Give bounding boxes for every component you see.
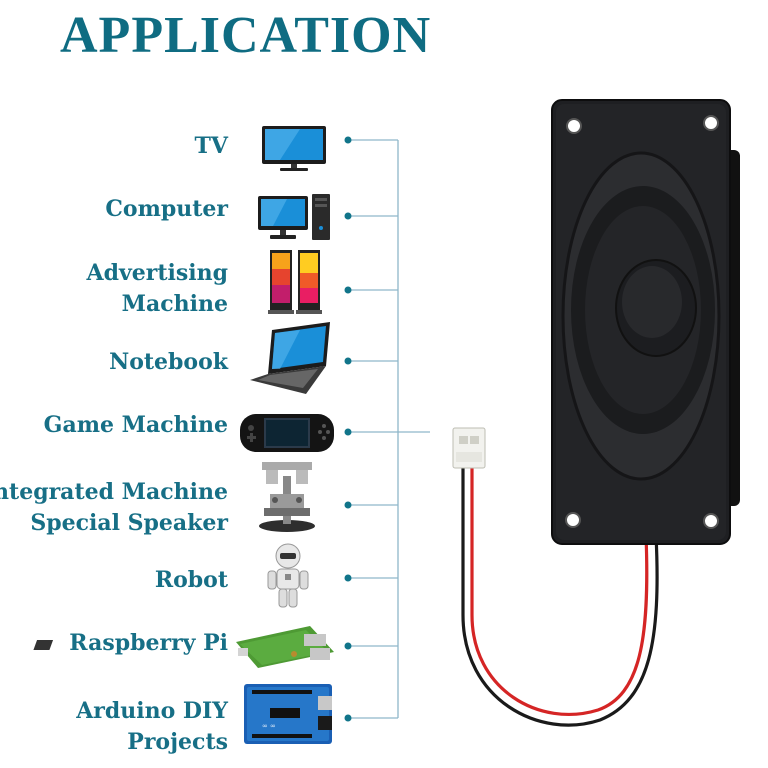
label-game-machine: Game Machine <box>44 410 228 441</box>
advertising-display-icon <box>268 250 322 314</box>
page-title: APPLICATION <box>60 7 432 64</box>
label-line: Integrated Machine <box>0 479 228 505</box>
robot-icon <box>267 543 309 608</box>
arduino-board-icon: ∞ ∞ <box>244 684 332 744</box>
connector-lines <box>348 139 430 719</box>
label-advertising-machine: Advertising Machine <box>87 258 228 320</box>
label-line: Game Machine <box>43 412 228 438</box>
label-line: Advertising <box>86 260 228 286</box>
label-tv: TV <box>195 131 228 162</box>
speaker-icon <box>551 99 740 545</box>
label-line: Notebook <box>109 349 228 375</box>
label-line: Special Speaker <box>30 510 228 536</box>
label-raspberry-pi: Raspberry Pi <box>69 628 228 659</box>
tv-icon <box>262 126 326 171</box>
label-line: Robot <box>154 567 228 593</box>
label-notebook: Notebook <box>109 347 228 378</box>
label-robot: Robot <box>155 565 228 596</box>
svg-text:∞ ∞: ∞ ∞ <box>262 722 276 730</box>
raspberry-pi-board-icon <box>33 626 334 668</box>
speaker-cable <box>461 464 659 727</box>
desktop-computer-icon <box>258 194 330 240</box>
label-line: Projects <box>127 729 228 755</box>
handheld-console-icon <box>240 414 334 452</box>
label-computer: Computer <box>105 194 228 225</box>
integrated-machine-icon <box>259 462 315 532</box>
label-arduino: Arduino DIY Projects <box>76 696 228 758</box>
label-line: Raspberry Pi <box>69 630 228 656</box>
jst-connector-icon <box>452 427 486 469</box>
label-line: Arduino DIY <box>76 698 228 724</box>
connector-dots <box>344 136 352 722</box>
label-line: TV <box>194 133 228 159</box>
label-integrated-machine: Integrated Machine Special Speaker <box>0 477 228 539</box>
label-line: Computer <box>105 196 228 222</box>
label-line: Machine <box>121 291 228 317</box>
laptop-icon <box>250 322 330 394</box>
